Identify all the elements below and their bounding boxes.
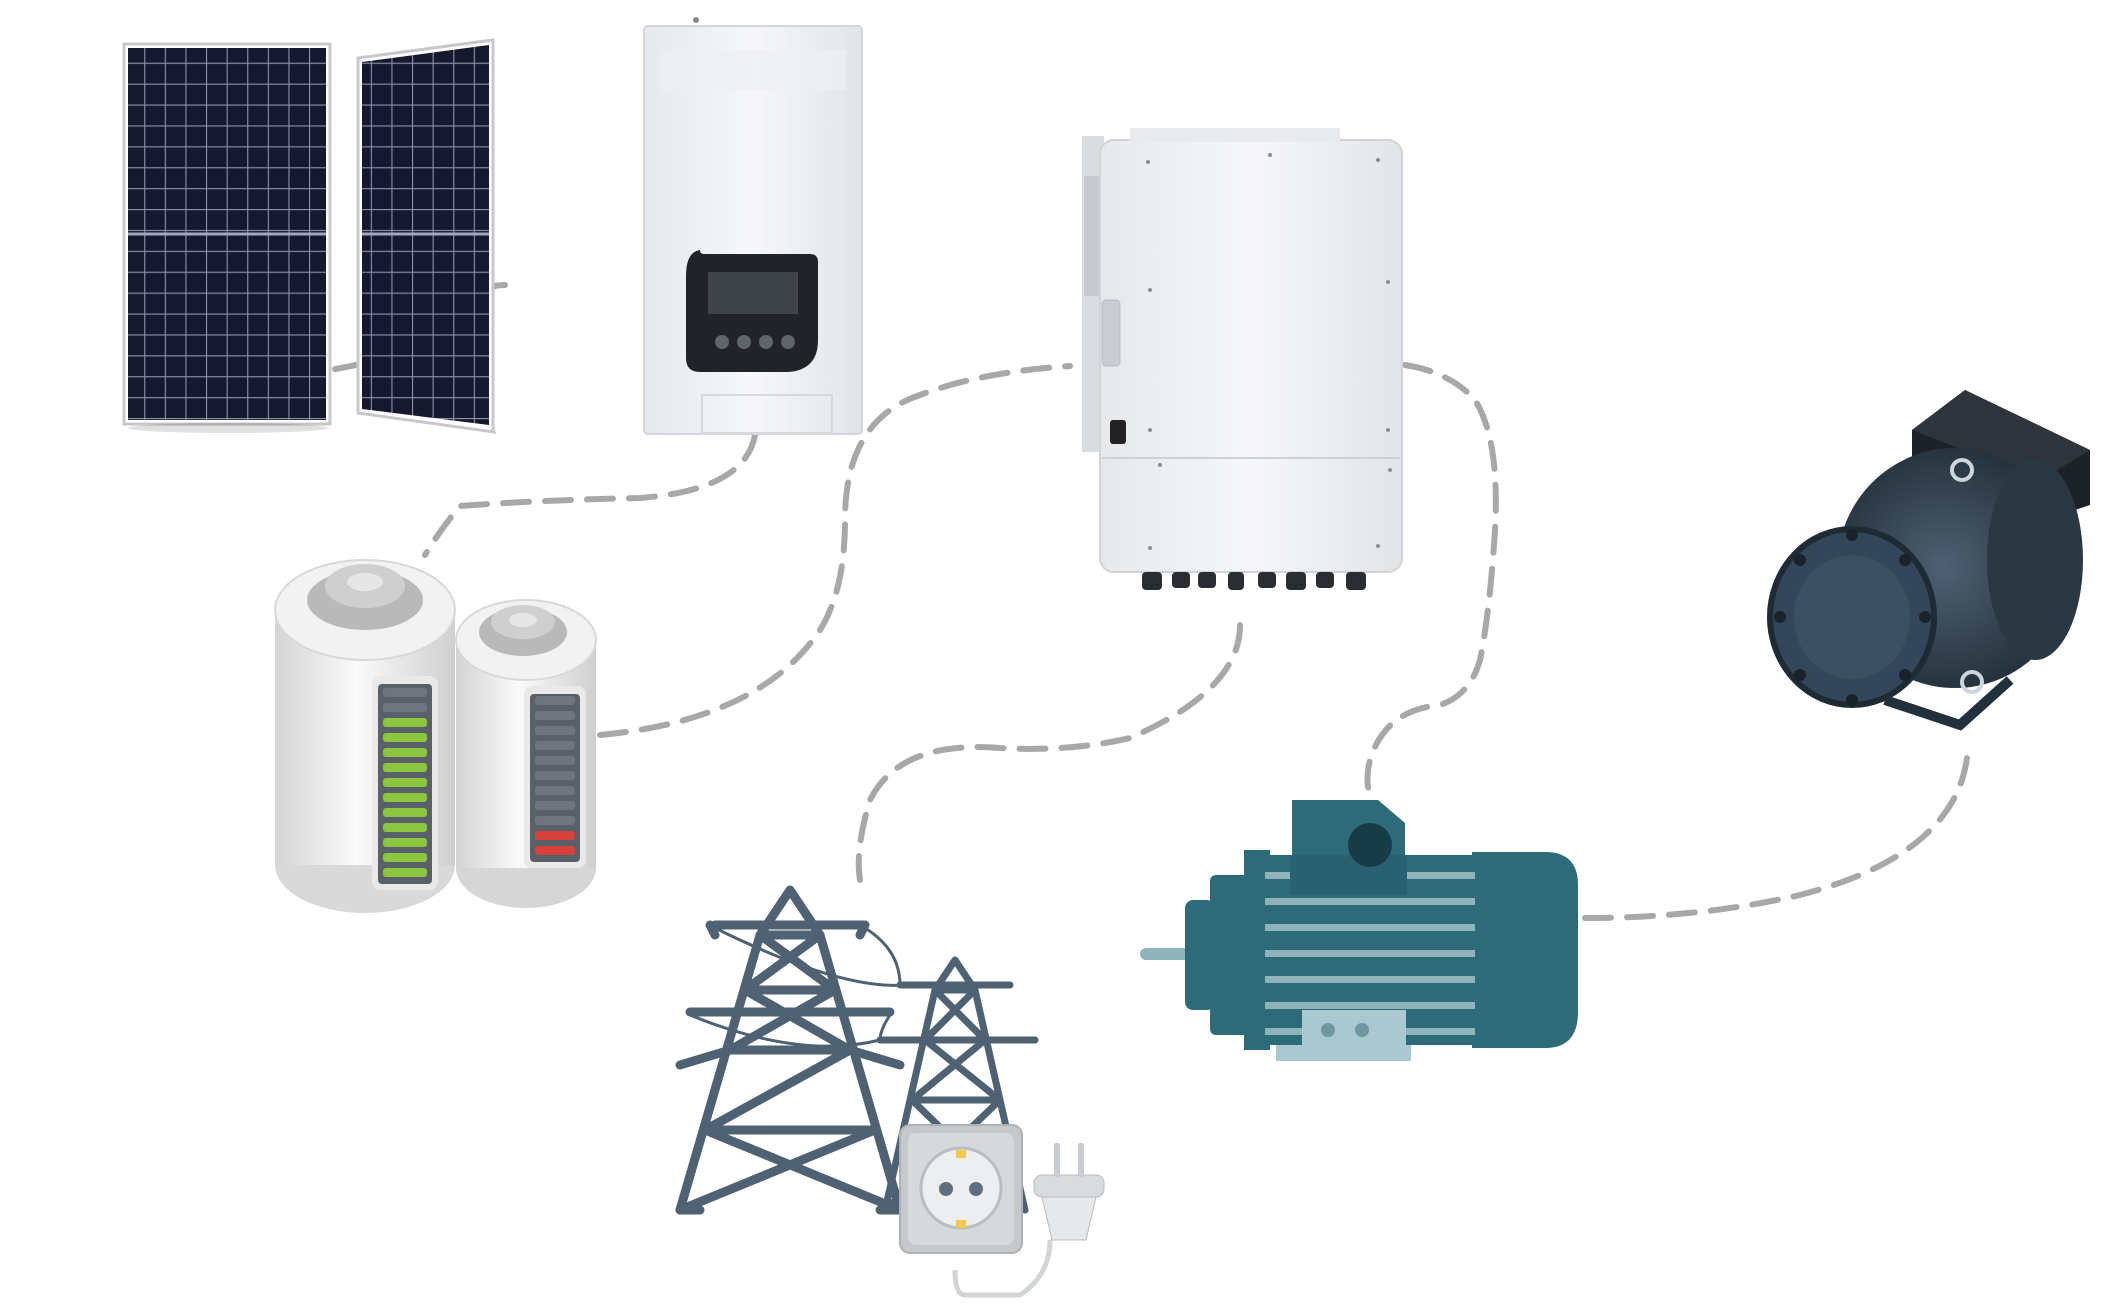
- electric-motor-icon: [1140, 800, 1578, 1061]
- electric-motor: [1140, 800, 1578, 1061]
- socket-plug: [899, 1124, 1105, 1298]
- battery-icon: [274, 559, 456, 913]
- battery-level-bar: [535, 816, 575, 825]
- battery-level-bar: [383, 868, 427, 877]
- compressor: [1767, 390, 2090, 731]
- solar-panel-icon: [356, 38, 497, 434]
- battery-level-bar: [383, 763, 427, 772]
- battery-level-bar: [535, 831, 575, 840]
- battery-level-bar: [383, 703, 427, 712]
- battery-level-bar: [383, 808, 427, 817]
- battery-level-bar: [535, 756, 575, 765]
- battery-level-bar: [383, 688, 427, 697]
- battery-level-bar: [535, 801, 575, 810]
- solar-panels: [122, 38, 497, 434]
- connector-controller-to-battery: [422, 432, 758, 558]
- battery-icon: [455, 599, 597, 908]
- plug-icon: [952, 1143, 1105, 1298]
- connector-inverter-to-grid: [855, 622, 1243, 883]
- battery-level-bar: [383, 778, 427, 787]
- battery-level-bar: [535, 726, 575, 735]
- charge-controller: [643, 17, 863, 435]
- battery-level-bar: [535, 741, 575, 750]
- battery-level-bar: [383, 823, 427, 832]
- battery-level-bar: [535, 711, 575, 720]
- battery-level-bar: [383, 853, 427, 862]
- battery-level-bar: [535, 696, 575, 705]
- connector-inverter-to-motor: [1364, 362, 1499, 798]
- hybrid-inverter: [1082, 128, 1403, 590]
- connections: [327, 282, 1971, 921]
- battery-level-bar: [535, 846, 575, 855]
- battery-level-bar: [535, 786, 575, 795]
- compressor-icon: [1767, 390, 2090, 731]
- battery-level-bar: [535, 771, 575, 780]
- power-socket-icon: [899, 1124, 1023, 1254]
- battery-level-bar: [383, 793, 427, 802]
- battery-level-bar: [383, 748, 427, 757]
- batteries: [274, 559, 597, 913]
- battery-level-bar: [383, 838, 427, 847]
- inverter-ports: [1142, 572, 1366, 590]
- charge-controller-icon: [643, 17, 863, 435]
- connector-motor-to-compressor: [1582, 742, 1971, 921]
- battery-level-bar: [383, 733, 427, 742]
- transmission-tower-icon: [675, 885, 905, 1215]
- battery-level-bar: [383, 718, 427, 727]
- solar-panel-icon: [122, 42, 332, 433]
- power-lines: [688, 926, 907, 1048]
- connector-battery-to-inverter: [597, 363, 1073, 738]
- inverter-icon: [1082, 128, 1403, 590]
